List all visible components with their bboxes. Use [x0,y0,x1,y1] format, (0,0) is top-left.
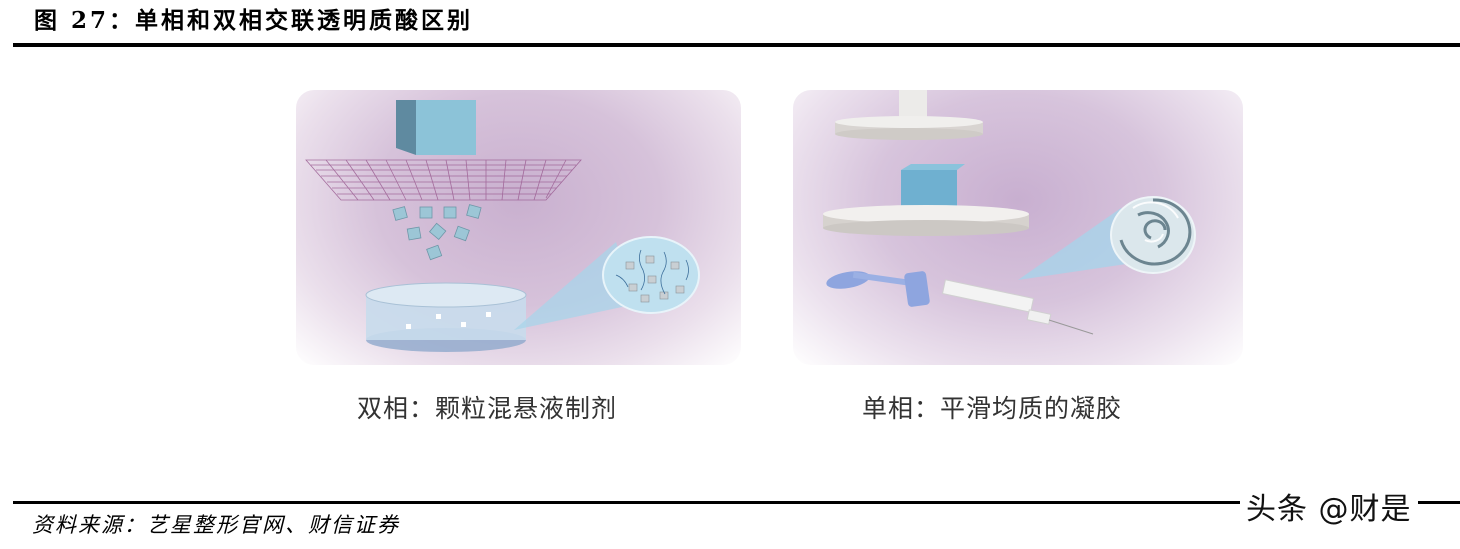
magnified-particles-icon [514,236,700,330]
sieve-mesh-icon [305,159,582,201]
source-divider [13,501,1460,504]
gel-cube-icon [901,164,965,212]
magnified-swirl-gel-icon [1018,196,1196,280]
dish-icon [365,282,527,352]
biphasic-illustration [296,90,741,365]
figure-title: 图 27：单相和双相交联透明质酸区别 [34,7,474,34]
monophasic-illustration [793,90,1243,365]
syringe-icon [826,271,1094,335]
watermark: 头条 @财是 [1240,490,1418,530]
monophasic-caption: 单相：平滑均质的凝胶 [862,394,1123,423]
source-note: 资料来源：艺星整形官网、财信证券 [32,513,400,537]
press-top-plate-icon [835,116,983,140]
falling-particles-icon [392,204,482,261]
block-cube-icon [396,100,476,155]
press-bottom-plate-icon [823,205,1029,236]
biphasic-caption: 双相：颗粒混悬液制剂 [357,394,618,423]
title-divider [13,43,1460,47]
